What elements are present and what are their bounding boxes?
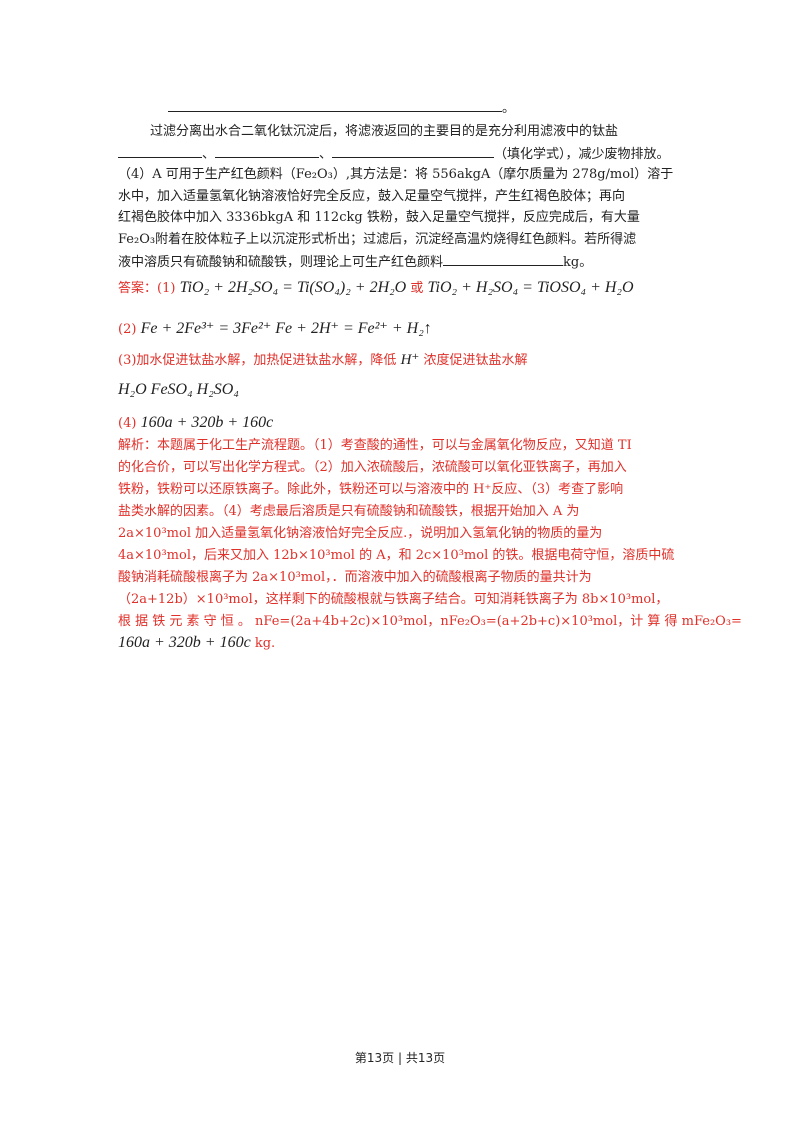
separator-1: 、	[202, 147, 216, 162]
answer-blank-4	[443, 251, 564, 266]
paragraph-filtrate: 过滤分离出水合二氧化钛沉淀后，将滤液返回的主要目的是充分利用滤液中的钛盐	[150, 124, 619, 139]
top-line-end: 。	[502, 101, 516, 116]
explanation-line-2: 的化合价，可以写出化学方程式。（2）加入浓硫酸后，浓硫酸可以氧化亚铁离子，再加入	[118, 460, 627, 475]
equation-1b: TiO₂ + H₂SO₄ = TiOSO₄ + H₂O	[427, 279, 634, 296]
answer-or: 或	[410, 281, 424, 296]
answer-3-text-b: 浓度促进钛盐水解	[423, 353, 528, 368]
explanation-line-6: 4a×10³mol，后来又加入 12b×10³mol 的 A，和 2c×10³m…	[118, 548, 675, 563]
question-4-unit: kg。	[563, 255, 593, 270]
answer-4-label: (4)	[118, 416, 137, 431]
explanation-result-expression: 160a + 320b + 160c	[118, 634, 251, 651]
question-4-line-1: （4）A 可用于生产红色颜料（Fe₂O₃）,其方法是：将 556akgA（摩尔质…	[118, 167, 674, 182]
answer-3-ion: H⁺	[400, 352, 420, 368]
explanation-line-4: 盐类水解的因素。（4）考虑最后溶质是只有硫酸钠和硫酸铁，根据开始加入 A 为	[118, 504, 580, 519]
answer-3-formulas-text: H₂O FeSO₄ H₂SO₄	[118, 381, 239, 398]
answer-blank-3	[332, 143, 495, 158]
explanation-line-9: 根 据 铁 元 素 守 恒 。 nFe=(2a+4b+2c)×10³mol，nF…	[118, 614, 742, 629]
explanation-result-unit: kg.	[254, 636, 276, 651]
separator-2: 、	[319, 147, 333, 162]
equation-2: Fe + 2Fe³⁺ = 3Fe²⁺ Fe + 2H⁺ = Fe²⁺ + H₂↑	[140, 320, 432, 337]
question-4-line-5-text: 液中溶质只有硫酸钠和硫酸铁，则理论上可生产红色颜料	[118, 255, 444, 270]
answer-3-text-a: (3)加水促进钛盐水解，加热促进钛盐水解，降低	[118, 353, 397, 368]
answer-label: 答案：(1)	[118, 281, 176, 296]
answer-3-formulas: H₂O FeSO₄ H₂SO₄	[118, 379, 684, 402]
answer-blank	[168, 97, 502, 112]
explanation-line-10: 160a + 320b + 160c kg.	[118, 632, 684, 655]
equation-1a: TiO₂ + 2H₂SO₄ = Ti(SO₄)₂ + 2H₂O	[179, 279, 407, 296]
explanation-line-3: 铁粉，铁粉可以还原铁离子。除此外，铁粉还可以与溶液中的 H⁺反应、（3）考查了影…	[118, 482, 624, 497]
explanation-line-8: （2a+12b）×10³mol，这样剩下的硫酸根就与铁离子结合。可知消耗铁离子为…	[118, 592, 669, 607]
question-4-line-3: 红褐色胶体中加入 3336bkgA 和 112ckg 铁粉，鼓入足量空气搅拌，反…	[118, 210, 640, 225]
question-4-line-2: 水中，加入适量氢氧化钠溶液恰好完全反应，鼓入足量空气搅拌，产生红褐色胶体；再向	[118, 189, 626, 204]
question-4-line-4: Fe₂O₃附着在胶体粒子上以沉淀形式析出；过滤后，沉淀经高温灼烧得红色颜料。若所…	[118, 232, 637, 247]
answer-4-expression: 160a + 320b + 160c	[140, 414, 274, 431]
answer-blank-1	[118, 143, 202, 158]
paragraph-blanks: 、 、 （填化学式），减少废物排放。	[118, 143, 684, 165]
explanation-line-7: 酸钠消耗硫酸根离子为 2a×10³mol，．而溶液中加入的硫酸根离子物质的量共计…	[118, 570, 592, 585]
answer-3: (3)加水促进钛盐水解，加热促进钛盐水解，降低 H⁺ 浓度促进钛盐水解	[118, 350, 684, 371]
explanation-line-5: 2a×10³mol 加入适量氢氧化钠溶液恰好完全反应.，说明加入氢氧化钠的物质的…	[118, 526, 603, 541]
answer-1: 答案：(1) TiO₂ + 2H₂SO₄ = Ti(SO₄)₂ + 2H₂O 或…	[118, 276, 684, 301]
answer-2: (2) Fe + 2Fe³⁺ = 3Fe²⁺ Fe + 2H⁺ = Fe²⁺ +…	[118, 317, 684, 342]
answer-2-label: (2)	[118, 322, 137, 337]
answer-blank-2	[215, 143, 320, 158]
page-footer: 第13页 | 共13页	[354, 1051, 446, 1065]
answer-4: (4) 160a + 320b + 160c	[118, 412, 684, 435]
explanation-line-1: 解析：本题属于化工生产流程题。（1）考查酸的通性，可以与金属氧化物反应，又知道 …	[118, 438, 632, 453]
question-4-line-5: 液中溶质只有硫酸钠和硫酸铁，则理论上可生产红色颜料 kg。	[118, 251, 684, 273]
paragraph-tail: （填化学式），减少废物排放。	[494, 147, 670, 162]
top-blank-line: 。	[168, 97, 734, 119]
